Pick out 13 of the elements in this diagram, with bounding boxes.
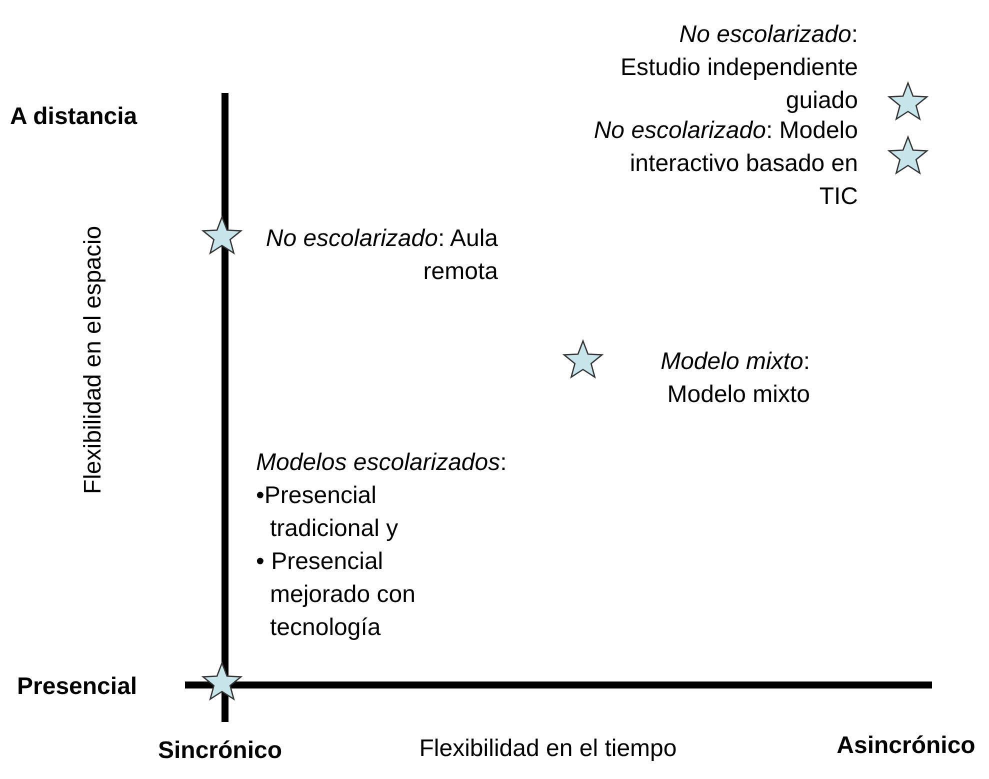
axis-end-label: Sincrónico <box>158 736 282 766</box>
axis-end-label: A distancia <box>10 102 138 132</box>
model-caption: No escolarizado: Modelo interactivo basado en TIC <box>593 116 858 212</box>
axis-title: Flexibilidad en el tiempo <box>419 734 677 764</box>
axis-end-label: Asincrónico <box>836 731 976 761</box>
axis-title: Flexibilidad en el espacio <box>78 226 108 494</box>
model-caption: • Presencial mejorado con tecnología <box>256 547 416 643</box>
model-caption: •Presencial tradicional y <box>256 481 400 544</box>
model-caption: Modelo mixto: Modelo mixto <box>660 347 810 410</box>
model-caption: No escolarizado: Aula remota <box>264 224 498 287</box>
axis-end-label: Presencial <box>17 672 138 702</box>
model-caption: Modelos escolarizados: <box>256 448 507 478</box>
model-caption: No escolarizado: Estudio independiente guiado <box>619 20 858 116</box>
